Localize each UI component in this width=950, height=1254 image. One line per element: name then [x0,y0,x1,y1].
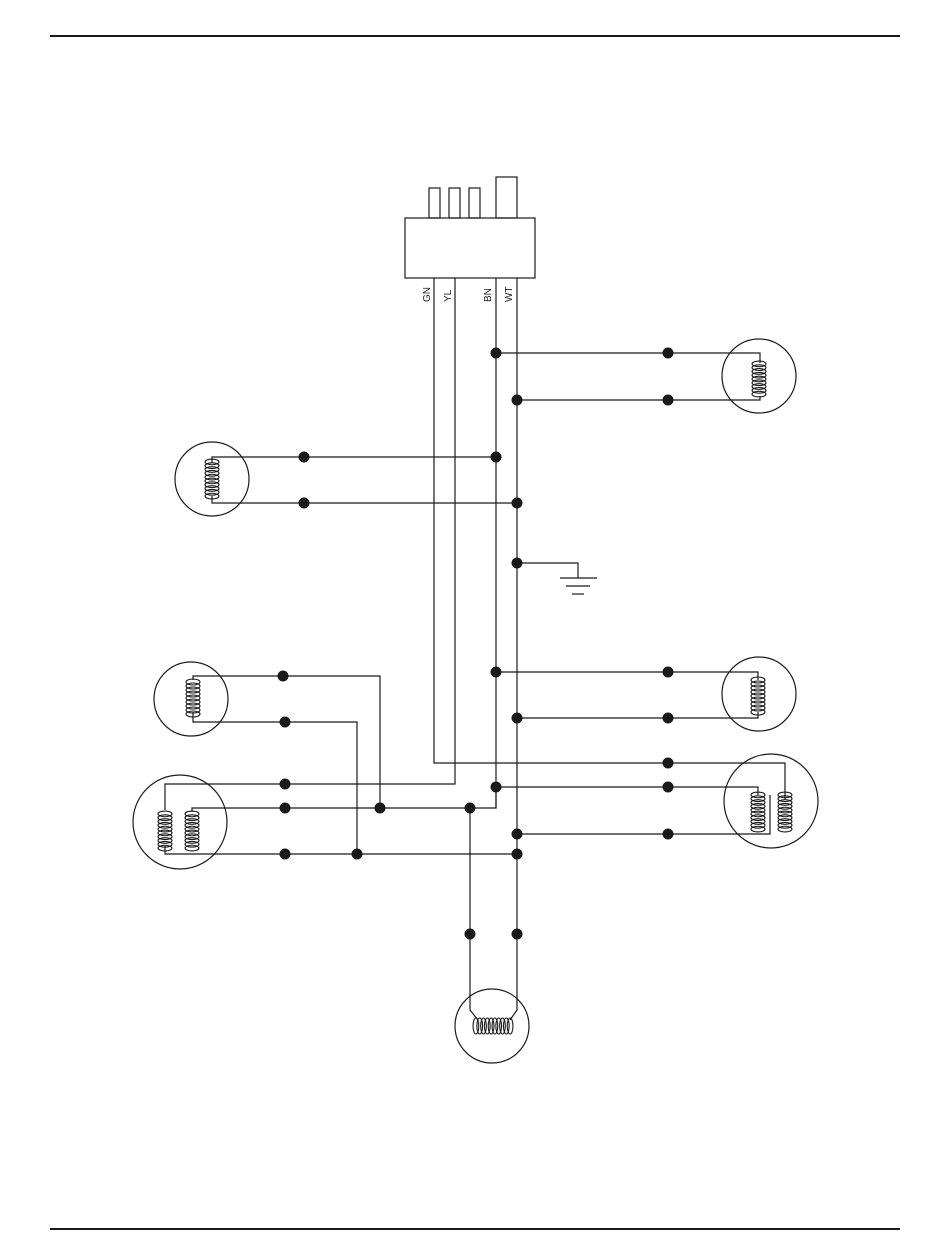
junction-dot [299,498,310,509]
junction-dot [663,782,674,793]
wire-branch [165,787,517,854]
junction-dot [465,803,476,814]
junction-dot [512,829,523,840]
junction-dot [663,348,674,359]
junction-dot [663,667,674,678]
wire-trunk [165,278,785,934]
wire-branch [470,808,517,1020]
coil-icon [205,459,219,499]
junction-dot [491,667,502,678]
junction-dot [512,558,523,569]
junction-dot [512,395,523,406]
coil-icon [778,792,792,832]
junction-dot [491,452,502,463]
wire-label-wt: WT [504,286,515,302]
wire-label-bn: BN [483,288,494,302]
coil-housing [133,775,227,869]
junction-dot [663,713,674,724]
coil-housing [175,442,249,516]
wire-branch [496,353,760,400]
junction-dot [512,498,523,509]
wire-branch [212,457,517,503]
coil-icon [186,679,200,717]
wire-branch [193,676,380,854]
connector-icon [405,177,535,278]
junction-dot [465,929,476,940]
coil-icon [751,677,765,715]
junction-dot [280,779,291,790]
junction-dot [491,782,502,793]
junction-dot [663,395,674,406]
wire-label-gn: GN [422,287,433,302]
wire-branch [496,672,758,718]
junction-dot [375,803,386,814]
coil-icon [158,811,172,851]
junction-dot [280,849,291,860]
junction-dot [299,452,310,463]
junction-dot [352,849,363,860]
junction-dot [278,671,289,682]
coil-icon [473,1018,513,1034]
coil-icon [752,361,766,397]
junction-dot [280,803,291,814]
coil-icon [185,811,199,851]
wire-label-yl: YL [443,289,454,302]
junction-dot [512,713,523,724]
junction-dot [280,717,291,728]
junction-dot [512,849,523,860]
ground-icon [517,563,597,594]
junction-dot [491,348,502,359]
wire-branch [496,787,770,834]
junction-dot [512,929,523,940]
junction-dot [663,829,674,840]
coil-icon [751,792,765,832]
junction-dot [663,758,674,769]
coil-housing [724,754,818,848]
coil-housing [722,657,796,731]
